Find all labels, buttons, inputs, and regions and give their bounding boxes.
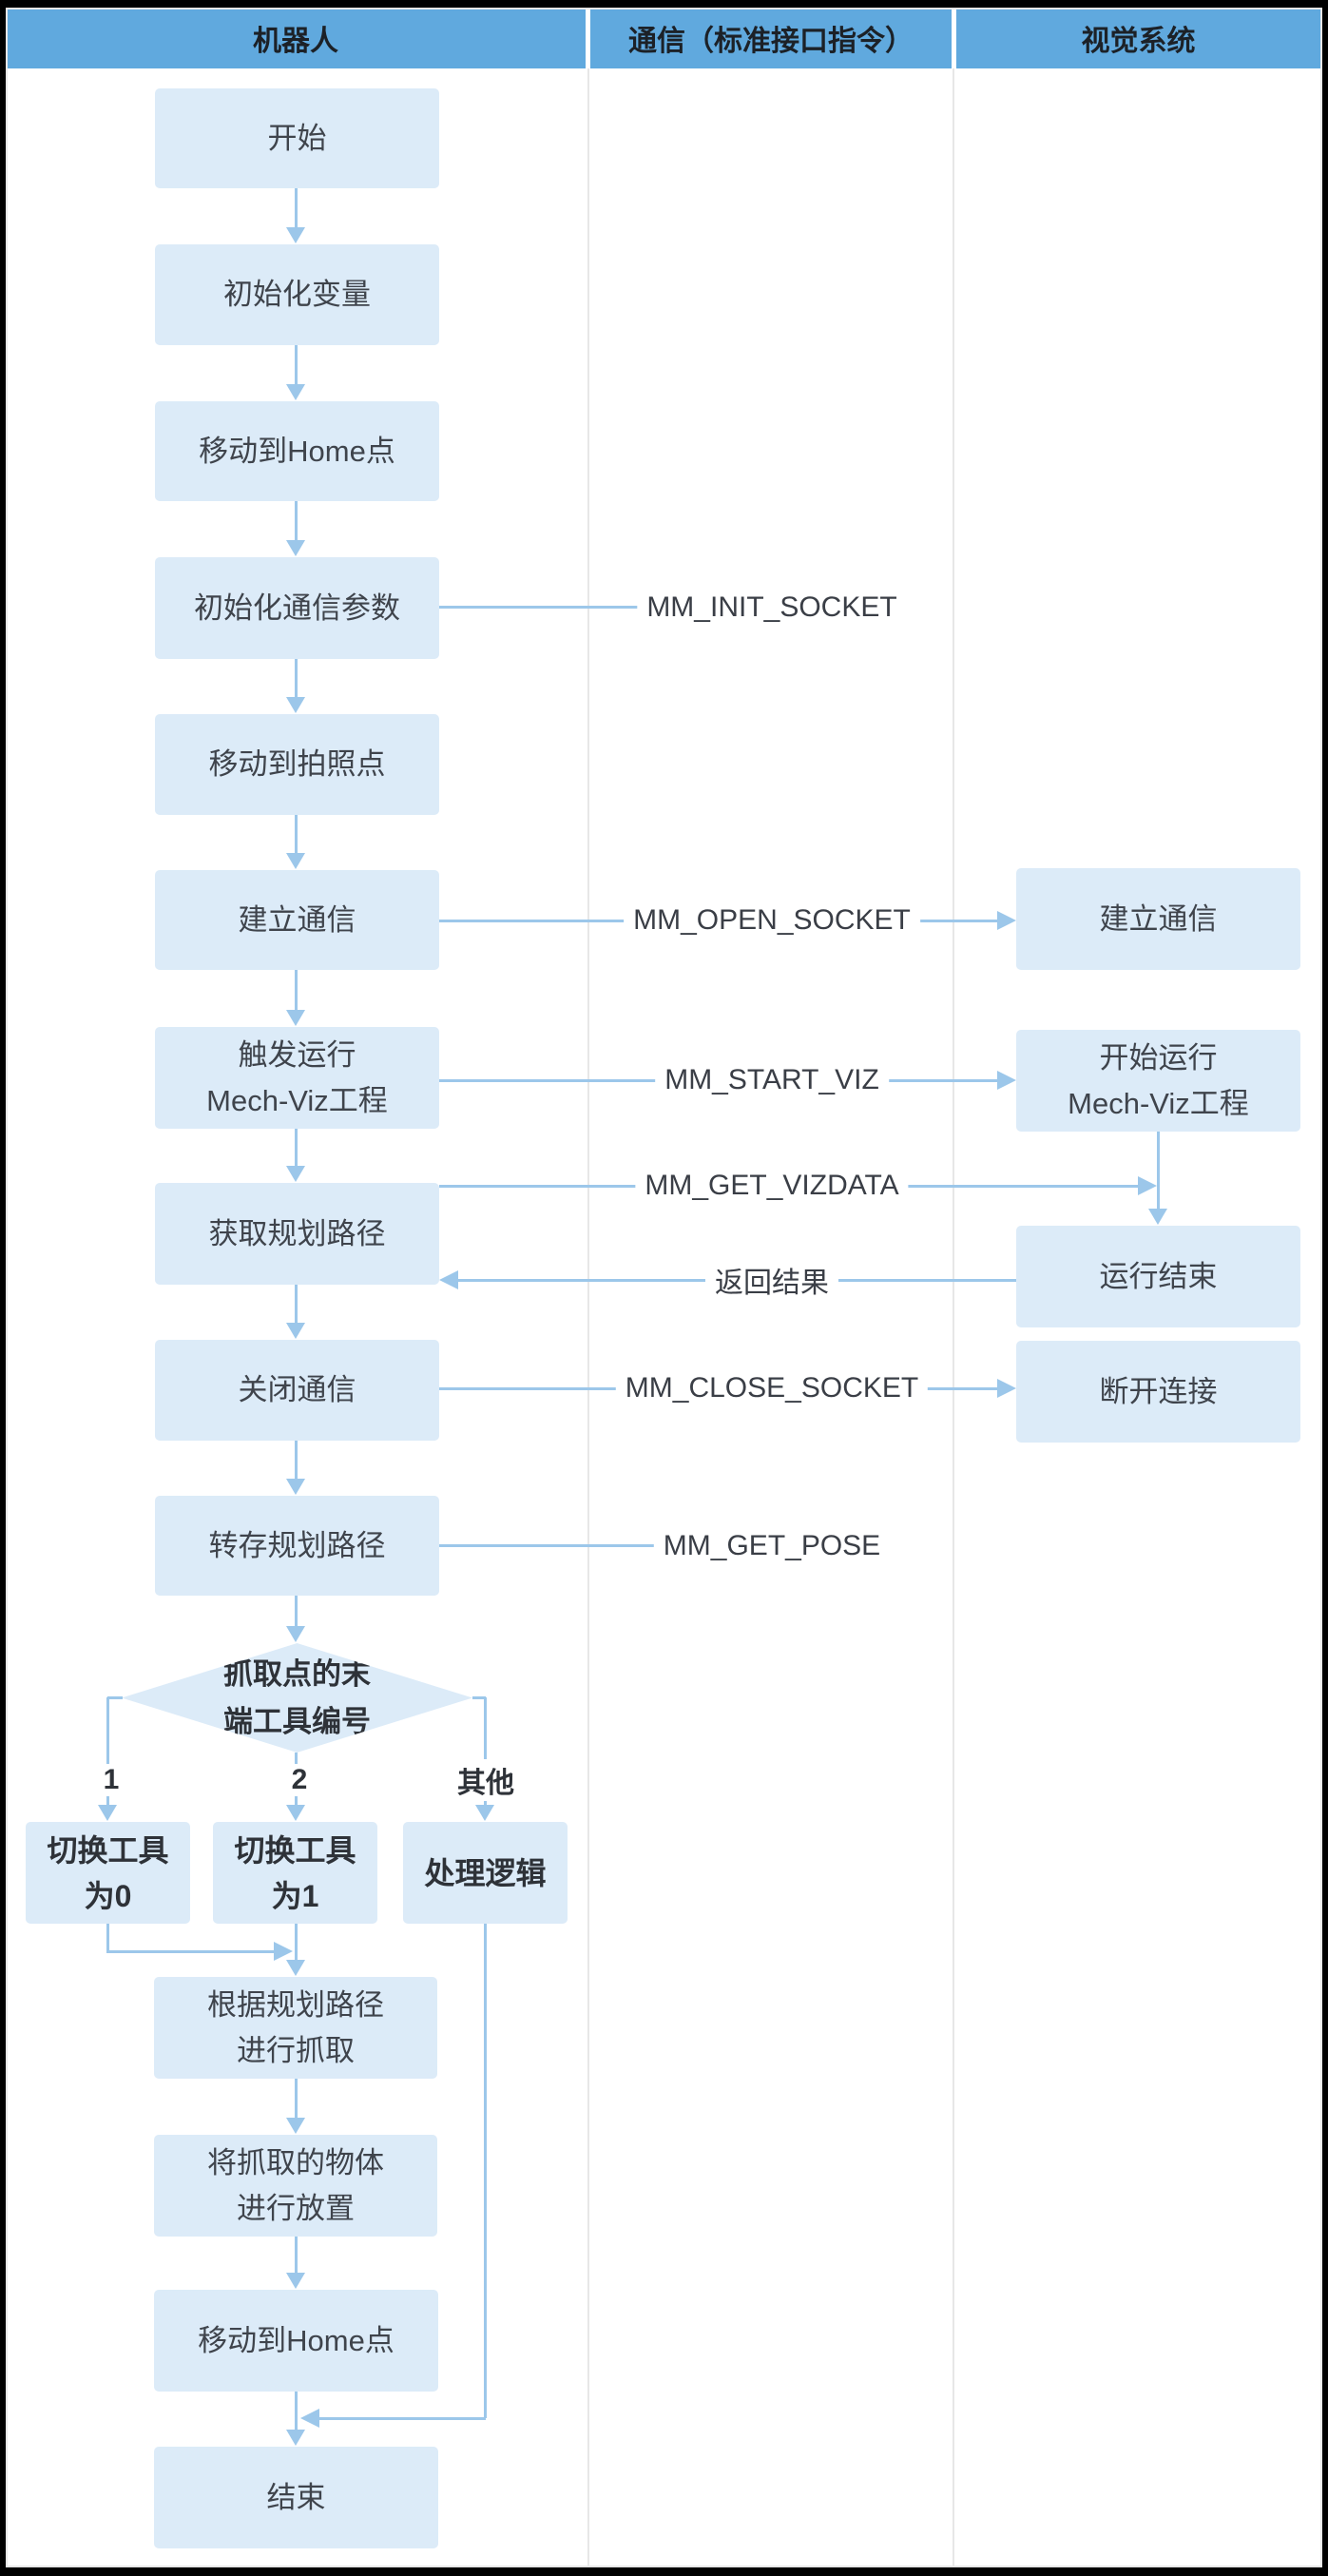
arrow-initvars-to-home1 [295,345,298,384]
arrowhead-down-icon [98,1805,117,1821]
arrow-home2-to-end [295,2392,298,2430]
arrow-photo-to-opencomm [295,815,298,853]
arrow-start-to-initvars [295,188,298,227]
branch-other-elbow [472,1696,486,1699]
arrowhead-down-icon [286,2430,305,2446]
branch1-line [106,1697,109,1805]
line-get-pose [439,1544,670,1547]
arrowhead-down-icon [1148,1209,1167,1225]
comm-label-start-viz: MM_START_VIZ [655,1064,889,1096]
flow-node-move-photo-point: 移动到拍照点 [155,714,439,815]
flow-node-open-comm: 建立通信 [155,870,439,970]
arrow-opencomm-to-trigger [295,970,298,1010]
arrowhead-down-icon [286,1166,305,1182]
branch-other-line [484,1697,487,1805]
flow-node-get-planned-path: 获取规划路径 [155,1183,439,1285]
arrowhead-right-icon [1138,1176,1157,1195]
flow-node-close-comm: 关闭通信 [155,1340,439,1441]
lane-divider-1 [587,68,589,2567]
logic-bypass-across [319,2417,486,2420]
arrowhead-down-icon [286,1010,305,1026]
arrowhead-down-icon [286,384,305,400]
flow-node-end: 结束 [154,2447,438,2548]
arrowhead-left-icon [439,1270,458,1289]
branch2-label: 2 [281,1764,318,1796]
flow-node-vision-run-finished: 运行结束 [1016,1226,1300,1327]
arrowhead-down-icon [286,227,305,243]
flow-node-trigger-viz: 触发运行 Mech-Viz工程 [155,1027,439,1129]
lane-header-vision-label: 视觉系统 [1081,26,1196,57]
flow-node-init-vars: 初始化变量 [155,244,439,345]
arrowhead-right-icon [274,1942,293,1961]
lane-header-vision: 视觉系统 [956,8,1320,68]
comm-label-open-socket: MM_OPEN_SOCKET [624,904,920,937]
flow-node-init-comm-params: 初始化通信参数 [155,557,439,659]
tool0-merge-down [106,1924,109,1951]
arrowhead-left-icon [300,2409,319,2428]
arrow-home1-to-initcomm [295,501,298,540]
line-init-socket [439,606,674,609]
arrow-tool1-to-grab [295,1924,298,1960]
arrowhead-down-icon [286,2118,305,2134]
arrow-savepath-to-decision [295,1596,298,1626]
branch-other-label: 其他 [448,1759,524,1801]
flow-node-vision-disconnect: 断开连接 [1016,1341,1300,1443]
flow-decision-tool-id: 抓取点的末 端工具编号 [122,1643,472,1753]
arrowhead-down-icon [286,1960,305,1976]
comm-label-close-socket: MM_CLOSE_SOCKET [615,1372,929,1404]
logic-bypass-down [484,1924,487,2418]
flow-node-start: 开始 [155,88,439,188]
arrowhead-down-icon [286,697,305,713]
arrowhead-right-icon [997,911,1016,930]
lane-header-comm: 通信（标准接口指令） [590,8,952,68]
flow-node-save-planned-path: 转存规划路径 [155,1496,439,1596]
arrow-grab-to-place [295,2079,298,2118]
arrowhead-down-icon [475,1805,494,1821]
arrowhead-down-icon [286,1805,305,1821]
comm-label-init-socket: MM_INIT_SOCKET [637,591,907,624]
arrow-place-to-home2 [295,2237,298,2273]
flow-node-move-home-2: 移动到Home点 [154,2290,438,2392]
flow-node-place-object: 将抓取的物体 进行放置 [154,2135,437,2237]
comm-label-return-result: 返回结果 [705,1259,838,1301]
arrowhead-right-icon [997,1379,1016,1398]
flow-node-vision-open-comm: 建立通信 [1016,868,1300,970]
arrowhead-down-icon [286,1479,305,1495]
arrow-trigger-to-getpath [295,1129,298,1166]
arrowhead-down-icon [286,540,305,556]
flow-node-switch-tool-0: 切换工具 为0 [26,1822,190,1924]
arrow-initcomm-to-photo [295,659,298,697]
lane-header-comm-label: 通信（标准接口指令） [628,26,914,57]
arrow-visionviz-to-runend [1157,1132,1160,1209]
flow-node-vision-start-viz: 开始运行 Mech-Viz工程 [1016,1030,1300,1132]
arrow-getpath-to-closecomm [295,1285,298,1323]
flow-node-grab-by-path: 根据规划路径 进行抓取 [154,1977,437,2079]
swimlane-sheet: 机器人 通信（标准接口指令） 视觉系统 开始 初始化变量 移动到Home点 初始… [6,8,1322,2567]
arrowhead-down-icon [286,1323,305,1339]
branch1-label: 1 [93,1764,129,1796]
branch1-elbow [107,1696,123,1699]
lane-header-robot-label: 机器人 [253,26,338,57]
lane-header-robot: 机器人 [6,8,586,68]
arrowhead-down-icon [286,853,305,869]
lane-divider-2 [953,68,954,2567]
arrowhead-down-icon [286,1626,305,1642]
arrowhead-down-icon [286,2273,305,2289]
arrowhead-right-icon [997,1071,1016,1090]
comm-label-get-vizdata: MM_GET_VIZDATA [635,1170,909,1202]
arrow-closecomm-to-savepath [295,1441,298,1479]
comm-label-get-pose: MM_GET_POSE [653,1530,891,1562]
tool0-merge-across [106,1950,274,1953]
flow-node-move-home-1: 移动到Home点 [155,401,439,501]
flow-node-switch-tool-1: 切换工具 为1 [213,1822,377,1924]
flow-node-handle-logic: 处理逻辑 [403,1822,568,1924]
